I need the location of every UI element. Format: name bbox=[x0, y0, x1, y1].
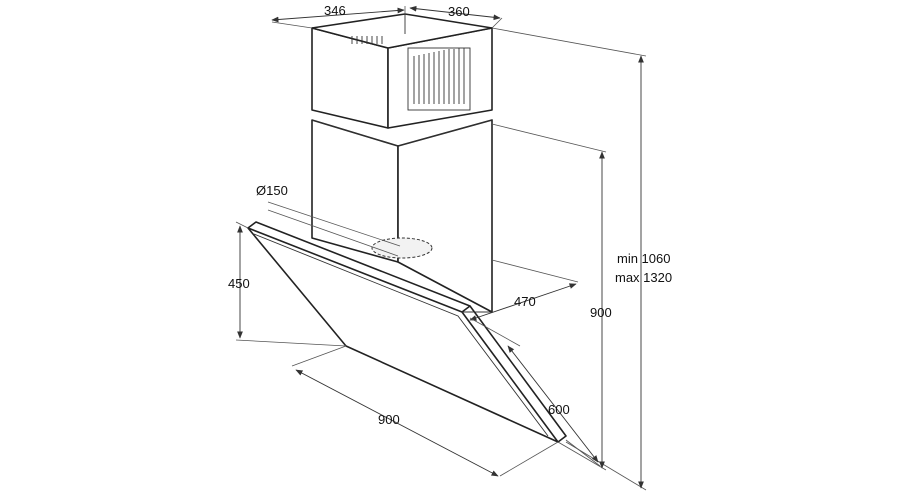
vent-grille bbox=[407, 47, 471, 111]
chimney bbox=[311, 13, 493, 313]
dim-canopy-depth: 470 bbox=[514, 294, 536, 309]
dim-chimney-lower-height: 900 bbox=[590, 305, 612, 320]
dim-chimney-depth: 346 bbox=[324, 3, 346, 18]
dim-chimney-width: 360 bbox=[448, 4, 470, 19]
dim-total-height-min: min 1060 bbox=[617, 251, 670, 266]
dim-glass-height: 450 bbox=[228, 276, 250, 291]
dim-hood-depth: 600 bbox=[548, 402, 570, 417]
dim-hood-width: 900 bbox=[378, 412, 400, 427]
duct-outlet bbox=[371, 237, 433, 259]
dim-duct-diameter: Ø150 bbox=[256, 183, 288, 198]
dim-total-height-max: max 1320 bbox=[615, 270, 672, 285]
top-vent bbox=[351, 36, 383, 44]
